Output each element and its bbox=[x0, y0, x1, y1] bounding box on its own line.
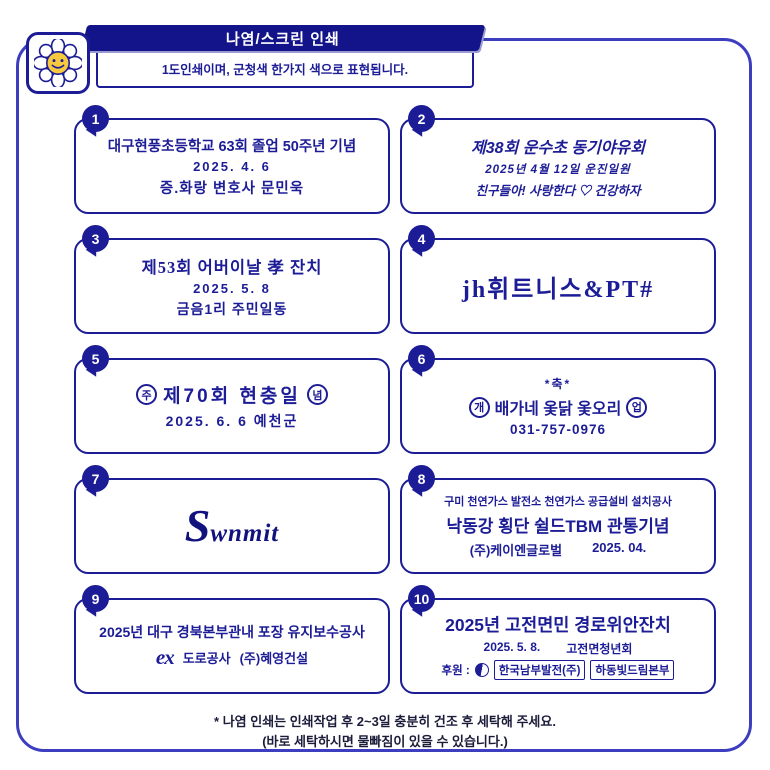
sample-card-9: 9 2025년 대구 경북본부관내 포장 유지보수공사 ex 도로공사 (주)혜… bbox=[74, 585, 390, 694]
sample-number-badge: 3 bbox=[82, 225, 109, 252]
page-title: 나염/스크린 인쇄 bbox=[226, 30, 340, 48]
sample-number-badge: 6 bbox=[408, 345, 435, 372]
logo-rest: wnmit bbox=[210, 519, 280, 547]
sponsor-name: 하동빛드림본부 bbox=[590, 660, 675, 680]
sample-card-5: 5 주 제70회 현충일 념 2025. 6. 6 예천군 bbox=[74, 345, 390, 454]
sample-line: 2025. 6. 6 예천군 bbox=[165, 413, 299, 429]
date-text: 2025. 04. bbox=[592, 540, 647, 555]
date-text: 2025. 5. 8. bbox=[483, 640, 541, 654]
sample-line: 금음1리 주민일동 bbox=[176, 300, 288, 317]
company-name: (주)혜영건설 bbox=[239, 651, 309, 666]
sample-text: 배가네 옻닭 옻오리 bbox=[494, 401, 622, 418]
sponsor-label: 후원 : bbox=[441, 665, 470, 677]
sample-line: 2025. 4. 6 bbox=[193, 158, 271, 174]
care-instructions: * 나염 인쇄는 인쇄작업 후 2~3일 충분히 건조 후 세탁해 주세요. (… bbox=[0, 712, 770, 752]
sample-line: 2025년 고전면민 경로위안잔치 bbox=[445, 615, 671, 635]
sponsor-name: 한국남부발전(주) bbox=[493, 660, 586, 680]
circled-char: 개 bbox=[468, 396, 490, 418]
sample-line: ex 도로공사 (주)혜영건설 bbox=[156, 645, 308, 670]
sample-line: 구미 천연가스 발전소 천연가스 공급설비 설치공사 bbox=[444, 496, 672, 508]
sample-line: 개 배가네 옻닭 옻오리 업 bbox=[468, 395, 648, 419]
sample-line: 증.화랑 변호사 문민욱 bbox=[159, 180, 305, 197]
sample-card-8: 8 구미 천연가스 발전소 천연가스 공급설비 설치공사 낙동강 횡단 쉴드TB… bbox=[400, 465, 716, 574]
sample-line: 제38회 운수초 동기야유회 bbox=[471, 139, 645, 157]
sample-card-6: 6 *축* 개 배가네 옻닭 옻오리 업 031-757-0976 bbox=[400, 345, 716, 454]
sample-number-badge: 2 bbox=[408, 105, 435, 132]
sample-text: 제70회 현충일 bbox=[163, 386, 301, 407]
sample-line: 후원 : 한국남부발전(주) 하동빛드림본부 bbox=[442, 660, 675, 680]
sample-card-4: 4 jh휘트니스&PT# bbox=[400, 225, 716, 334]
org-name: 고전면청년회 bbox=[566, 642, 633, 656]
sample-number-badge: 4 bbox=[408, 225, 435, 252]
sample-line: 2025. 5. 8. 고전면청년회 bbox=[484, 640, 633, 657]
sample-grid: 1 대구현풍초등학교 63회 졸업 50주년 기념 2025. 4. 6 증.화… bbox=[74, 105, 716, 694]
sample-number-badge: 1 bbox=[82, 105, 109, 132]
expressway-logo: ex bbox=[155, 645, 175, 669]
company-name: 도로공사 bbox=[182, 651, 231, 666]
sample-line: 친구들아! 사랑한다 ♡ 건강하자 bbox=[475, 183, 641, 198]
circled-char: 념 bbox=[306, 384, 328, 405]
sample-line: 낙동강 횡단 쉴드TBM 관통기념 bbox=[446, 517, 670, 536]
sample-line: 2025년 대구 경북본부관내 포장 유지보수공사 bbox=[99, 624, 365, 640]
sample-card-3: 3 제53회 어버이날 孝 잔치 2025. 5. 8 금음1리 주민일동 bbox=[74, 225, 390, 334]
sample-number-badge: 5 bbox=[82, 345, 109, 372]
sample-line: 2025년 4월 12일 운진일원 bbox=[485, 163, 631, 176]
smiley-flower-graphic bbox=[34, 39, 82, 87]
sample-line: 대구현풍초등학교 63회 졸업 50주년 기념 bbox=[107, 138, 357, 155]
circled-char: 주 bbox=[136, 384, 158, 405]
sample-line: jh휘트니스&PT# bbox=[461, 276, 655, 303]
kospo-logo-icon bbox=[474, 663, 489, 677]
sample-number-badge: 10 bbox=[408, 585, 435, 612]
smiley-flower-icon bbox=[26, 32, 90, 94]
circled-char: 업 bbox=[626, 396, 648, 418]
logo-initial: S bbox=[184, 499, 211, 551]
sample-card-1: 1 대구현풍초등학교 63회 졸업 50주년 기념 2025. 4. 6 증.화… bbox=[74, 105, 390, 214]
sample-card-10: 10 2025년 고전면민 경로위안잔치 2025. 5. 8. 고전면청년회 … bbox=[400, 585, 716, 694]
care-line-2: (바로 세탁하시면 물빠짐이 있을 수 있습니다.) bbox=[262, 734, 508, 750]
sample-line: (주)케이엔글로벌 2025. 04. bbox=[470, 540, 647, 559]
sample-line: 2025. 5. 8 bbox=[193, 280, 271, 296]
sample-line: 주 제70회 현충일 념 bbox=[136, 381, 328, 408]
sample-number-badge: 7 bbox=[82, 465, 109, 492]
sample-card-2: 2 제38회 운수초 동기야유회 2025년 4월 12일 운진일원 친구들아!… bbox=[400, 105, 716, 214]
summit-logo: S wnmit bbox=[184, 499, 280, 551]
sample-number-badge: 9 bbox=[82, 585, 109, 612]
company-name: (주)케이엔글로벌 bbox=[469, 543, 563, 558]
header-ribbon: 나염/스크린 인쇄 bbox=[80, 25, 486, 51]
sample-line: 제53회 어버이날 孝 잔치 bbox=[141, 257, 323, 277]
sample-line: *축* bbox=[544, 377, 572, 391]
page-subtitle: 1도인쇄이며, 군청색 한가지 색으로 표현됩니다. bbox=[161, 63, 409, 77]
sample-line: 031-757-0976 bbox=[509, 422, 607, 437]
care-line-1: * 나염 인쇄는 인쇄작업 후 2~3일 충분히 건조 후 세탁해 주세요. bbox=[214, 714, 556, 729]
sample-number-badge: 8 bbox=[408, 465, 435, 492]
sample-card-7: 7 S wnmit bbox=[74, 465, 390, 574]
